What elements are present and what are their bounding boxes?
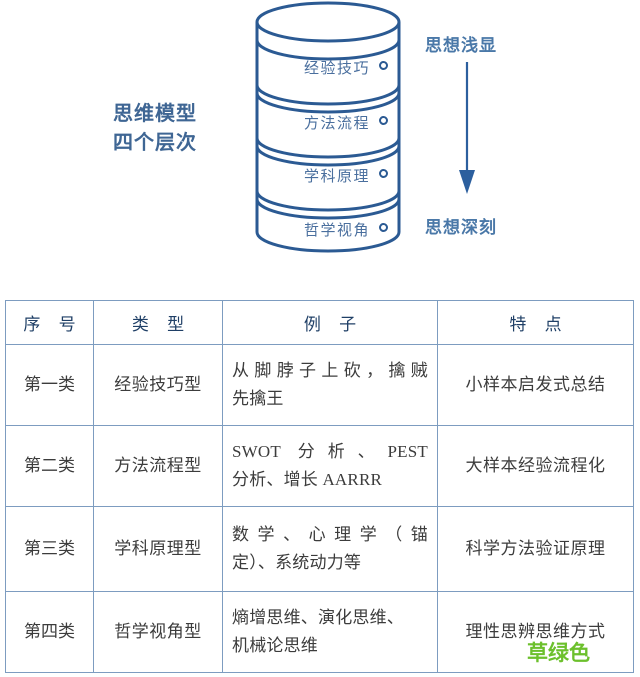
cell-example-3: 数学、心理学（锚 定）、系统动力等 [222,506,438,592]
layered-cylinder-icon [255,1,401,253]
cell-index-1: 第一类 [5,344,94,426]
cell-example-3-line-1: 数学、心理学（锚 [232,525,428,544]
column-header-feature: 特 点 [437,300,634,345]
cell-index-3: 第三类 [5,506,94,592]
thinking-model-diagram: 思维模型 四个层次 经验技巧 方法流程 学科原理 哲学视角 思想浅显 [0,0,640,290]
cell-type-2: 方法流程型 [93,425,223,507]
cylinder-layer-label-1: 经验技巧 [303,61,370,77]
table-body: 第一类 经验技巧型 从脚脖子上砍，擒贼 先擒王 小样本启发式总结 第二类 方法流… [5,344,634,673]
cell-type-4: 哲学视角型 [93,591,223,673]
cell-feature-4: 理性思辨思维方式 [437,591,634,673]
table-row: 第一类 经验技巧型 从脚脖子上砍，擒贼 先擒王 小样本启发式总结 [5,344,634,426]
thinking-model-table-container: 序 号 类 型 例 子 特 点 第一类 经验技巧型 从脚脖子上砍，擒贼 先擒王 … [5,300,634,673]
cell-index-2: 第二类 [5,425,94,507]
cylinder-layer-bullet-4 [379,223,388,232]
cell-example-2: SWOT 分析、PEST 分析、增长 AARRR [222,425,438,507]
cell-index-4: 第四类 [5,591,94,673]
cell-example-4: 熵增思维、演化思维、 机械论思维 [222,591,438,673]
cell-type-3: 学科原理型 [93,506,223,592]
cylinder-layer-label-2: 方法流程 [303,116,370,132]
cell-example-2-line-1: SWOT 分析、PEST [232,442,428,461]
column-header-index: 序 号 [5,300,94,345]
cylinder-layer-bullet-3 [379,169,388,178]
cell-example-4-line-1: 熵增思维、演化思维、 [232,608,404,627]
watermark-label: 草绿色 [527,642,590,665]
diagram-left-label: 思维模型 四个层次 [113,100,243,158]
cell-example-1: 从脚脖子上砍，擒贼 先擒王 [222,344,438,426]
cell-example-1-line-2: 先擒王 [232,389,284,408]
annotation-shallow-thought: 思想浅显 [425,36,497,55]
annotation-deep-thought: 思想深刻 [425,218,497,237]
downward-arrow-icon [459,62,475,194]
column-header-type: 类 型 [93,300,223,345]
table-row: 第四类 哲学视角型 熵增思维、演化思维、 机械论思维 理性思辨思维方式 [5,591,634,673]
cell-type-1: 经验技巧型 [93,344,223,426]
cylinder-layer-bullet-1 [379,61,388,70]
left-label-line-1: 思维模型 [113,103,197,125]
column-header-example: 例 子 [222,300,438,345]
cell-example-3-line-2: 定）、系统动力等 [232,553,362,572]
cylinder-layer-bullet-2 [379,116,388,125]
cylinder-layer-label-3: 学科原理 [303,169,370,185]
table-header-row: 序 号 类 型 例 子 特 点 [5,300,634,345]
cell-feature-3: 科学方法验证原理 [437,506,634,592]
cell-example-4-line-2: 机械论思维 [232,636,318,655]
table-row: 第三类 学科原理型 数学、心理学（锚 定）、系统动力等 科学方法验证原理 [5,506,634,592]
table-header: 序 号 类 型 例 子 特 点 [5,300,634,345]
thinking-model-table: 序 号 类 型 例 子 特 点 第一类 经验技巧型 从脚脖子上砍，擒贼 先擒王 … [5,300,634,673]
cell-feature-1: 小样本启发式总结 [437,344,634,426]
table-row: 第二类 方法流程型 SWOT 分析、PEST 分析、增长 AARRR 大样本经验… [5,425,634,507]
cell-feature-2: 大样本经验流程化 [437,425,634,507]
cell-example-2-line-2: 分析、增长 AARRR [232,470,383,489]
left-label-line-2: 四个层次 [113,132,197,154]
cell-example-1-line-1: 从脚脖子上砍，擒贼 [232,361,428,380]
cylinder-layer-label-4: 哲学视角 [303,223,370,239]
